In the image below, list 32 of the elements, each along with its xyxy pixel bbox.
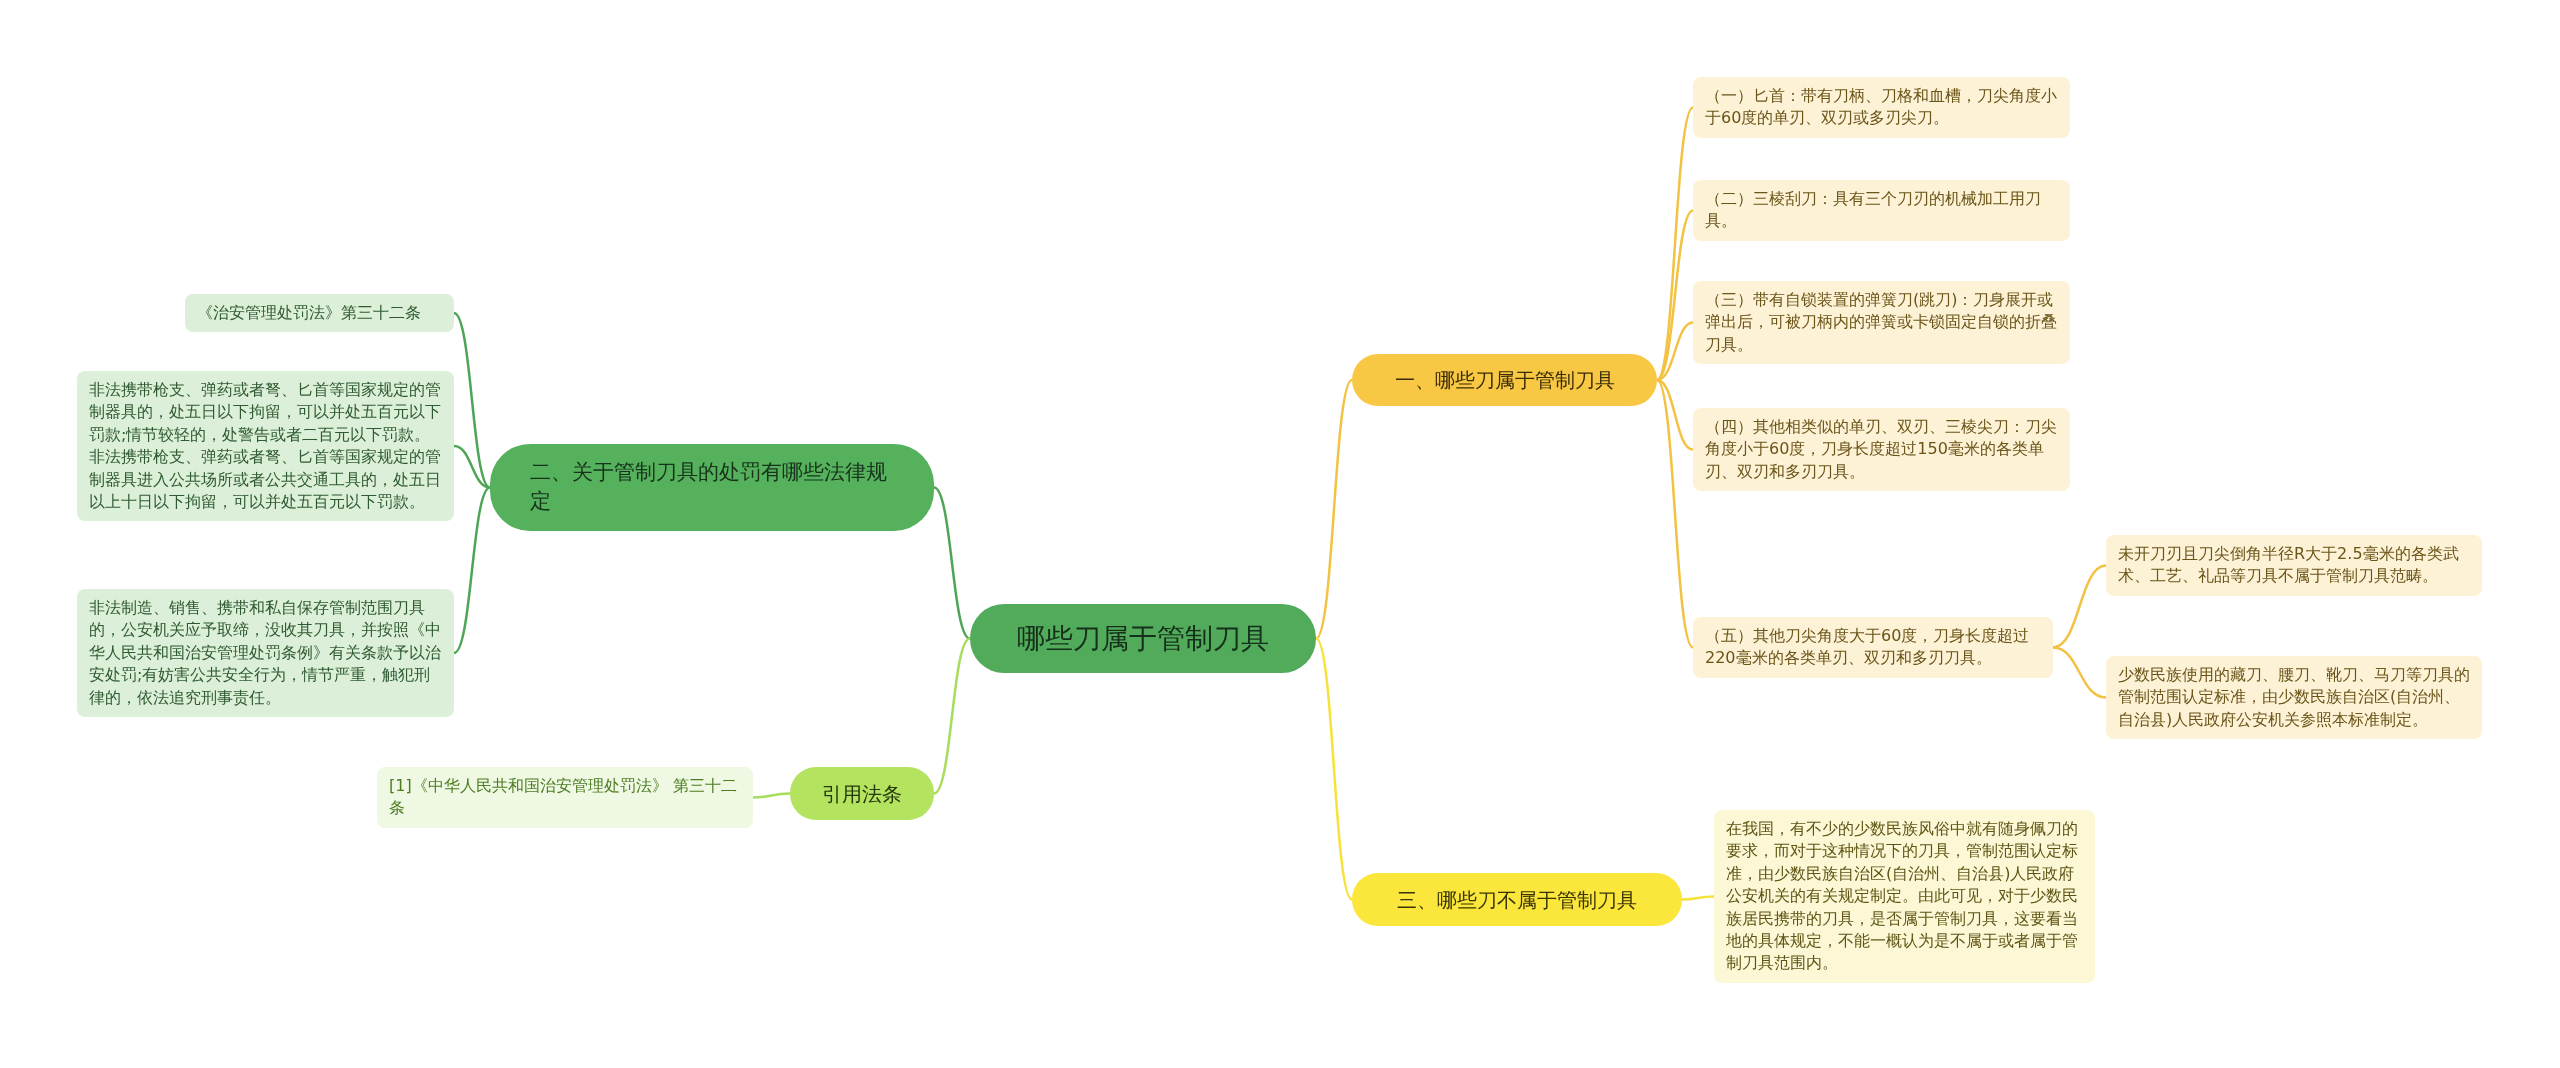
leaf-note: [1]《中华人民共和国治安管理处罚法》 第三十二条 [377, 767, 753, 828]
branch-topic: 三、哪些刀不属于管制刀具 [1352, 873, 1682, 926]
leaf-note: （五）其他刀尖角度大于60度，刀身长度超过220毫米的各类单刃、双刃和多刃刀具。 [1693, 617, 2053, 678]
connector [933, 486, 971, 640]
leaf-note: 少数民族使用的藏刀、腰刀、靴刀、马刀等刀具的管制范围认定标准，由少数民族自治区(自治州、自治县)人民政府公安机关参照本标准制定。 [2106, 656, 2482, 740]
connector [1656, 378, 1694, 451]
leaf-note: 非法制造、销售、携带和私自保存管制范围刀具的，公安机关应予取缔，没收其刀具，并按照《中华人民共和国治安管理处罚条例》有关条款予以治安处罚;有妨害公共安全行为，情节严重，触犯刑律的，依法追究刑事责任。 [77, 589, 454, 717]
leaf-note: 非法携带枪支、弹药或者弩、匕首等国家规定的管制器具的，处五日以下拘留，可以并处五百元以下罚款;情节较轻的，处警告或者二百元以下罚款。非法携带枪支、弹药或者弩、匕首等国家规定的管制器具进入公共场所或者公共交通工具的，处五日以上十日以下拘留，可以并处五百元以下罚款。 [77, 371, 454, 522]
connector [1656, 106, 1694, 381]
leaf-note: 《治安管理处罚法》第三十二条 [185, 294, 454, 333]
connector [1656, 379, 1694, 649]
branch-topic: 二、关于管制刀具的处罚有哪些法律规定 [490, 444, 934, 531]
connector [1681, 895, 1715, 901]
connector [2052, 646, 2107, 699]
connector [1315, 379, 1353, 640]
leaf-note: （一）匕首：带有刀柄、刀格和血槽，刀尖角度小于60度的单刃、双刃或多刃尖刀。 [1693, 77, 2070, 138]
leaf-note: 在我国，有不少的少数民族风俗中就有随身佩刀的要求，而对于这种情况下的刀具，管制范围认定标准，由少数民族自治区(自治州、自治县)人民政府公安机关的有关规定制定。由此可见，对于少数民族居民携带的刀具，是否属于管制刀具，这要看当地的具体规定，不能一概认为是不属于或者属于管制刀具范围内。 [1714, 810, 2095, 983]
connector [1656, 209, 1694, 381]
connector [933, 637, 971, 795]
branch-topic: 一、哪些刀属于管制刀具 [1352, 354, 1657, 406]
connector [453, 444, 491, 489]
connector [453, 312, 491, 489]
connector [1315, 637, 1353, 901]
leaf-note: （二）三棱刮刀：具有三个刀刃的机械加工用刀具。 [1693, 180, 2070, 241]
connector [453, 486, 491, 654]
central-topic: 哪些刀属于管制刀具 [970, 604, 1316, 673]
leaf-note: 未开刀刃且刀尖倒角半径R大于2.5毫米的各类武术、工艺、礼品等刀具不属于管制刀具范畴。 [2106, 535, 2482, 596]
branch-topic: 引用法条 [790, 767, 934, 820]
connector [2052, 564, 2107, 649]
leaf-note: （四）其他相类似的单刃、双刃、三棱尖刀：刀尖角度小于60度，刀身长度超过150毫米的各类单刃、双刃和多刃刀具。 [1693, 408, 2070, 492]
leaf-note: （三）带有自锁装置的弹簧刀(跳刀)：刀身展开或弹出后，可被刀柄内的弹簧或卡锁固定自锁的折叠刀具。 [1693, 281, 2070, 365]
connector [752, 792, 791, 799]
